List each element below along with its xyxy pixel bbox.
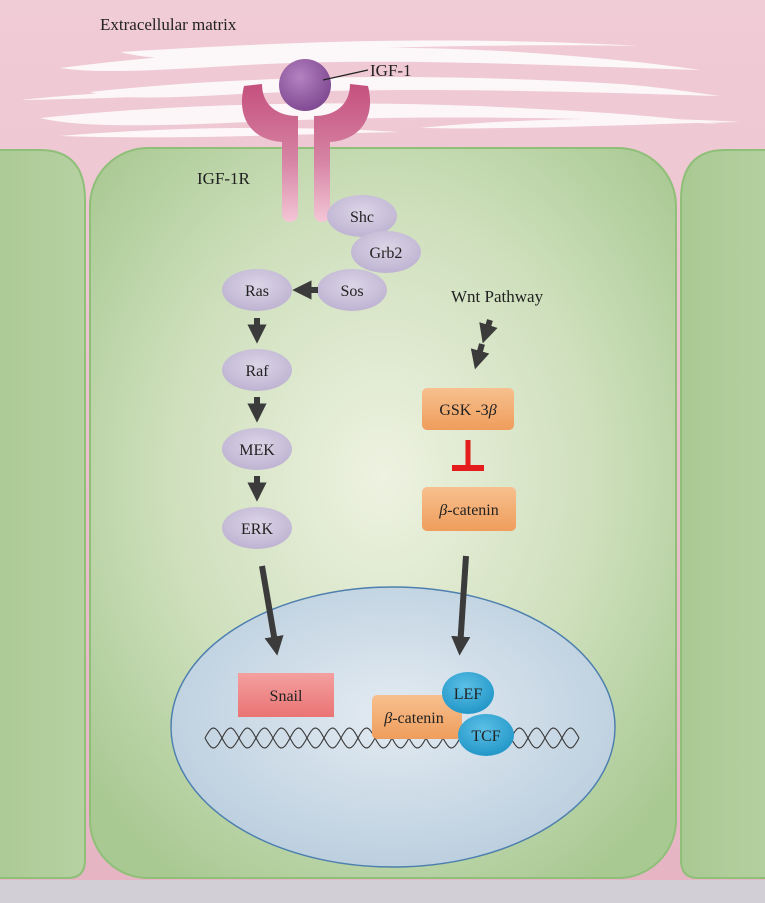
mek-protein: MEK (222, 428, 292, 470)
arrow-wnt-1 (479, 319, 498, 344)
erk-protein: ERK (222, 507, 292, 549)
right-neighbor-cell (680, 149, 765, 879)
ras-label: Ras (245, 283, 269, 300)
mek-label: MEK (239, 442, 275, 459)
wnt-pathway-label: Wnt Pathway (451, 287, 544, 306)
bottom-strip (0, 880, 765, 903)
shc-protein: Shc (327, 195, 397, 237)
nuclear-beta-catenin-label: β-catenin (383, 710, 444, 727)
extracellular-matrix-label: Extracellular matrix (100, 15, 237, 34)
igf1-label: IGF-1 (370, 61, 412, 80)
beta-catenin-box: β-catenin (422, 487, 516, 531)
raf-protein: Raf (222, 349, 292, 391)
igf1r-receptor (241, 84, 371, 222)
lef-label: LEF (454, 686, 483, 703)
igf1r-label: IGF-1R (197, 169, 251, 188)
lef-factor: LEF (442, 672, 494, 714)
tcf-factor: TCF (458, 714, 514, 756)
beta-catenin-label: β-catenin (438, 502, 499, 519)
shc-label: Shc (350, 209, 374, 226)
arrow-wnt-2 (470, 343, 490, 370)
erk-label: ERK (241, 521, 273, 538)
sos-label: Sos (340, 283, 363, 300)
igf1-ligand (279, 59, 331, 111)
raf-label: Raf (245, 363, 269, 380)
grb2-protein: Grb2 (351, 231, 421, 273)
arrow-catenin-to-nucleus (451, 555, 471, 656)
inhibition-symbol (452, 440, 484, 471)
pathway-arrows (247, 280, 498, 656)
tcf-label: TCF (471, 728, 500, 745)
gsk3b-box: GSK -3β (422, 388, 514, 430)
nuclear-beta-catenin: β-catenin (372, 695, 462, 739)
arrow-erk-to-snail (259, 565, 284, 656)
left-neighbor-cell (0, 149, 86, 879)
gsk3b-label: GSK -3β (439, 402, 496, 419)
sos-protein: Sos (317, 269, 387, 311)
igf1-pointer-line (322, 69, 369, 81)
snail-label: Snail (270, 688, 303, 705)
snail-box: Snail (238, 673, 334, 717)
ras-protein: Ras (222, 269, 292, 311)
grb2-label: Grb2 (370, 245, 403, 262)
